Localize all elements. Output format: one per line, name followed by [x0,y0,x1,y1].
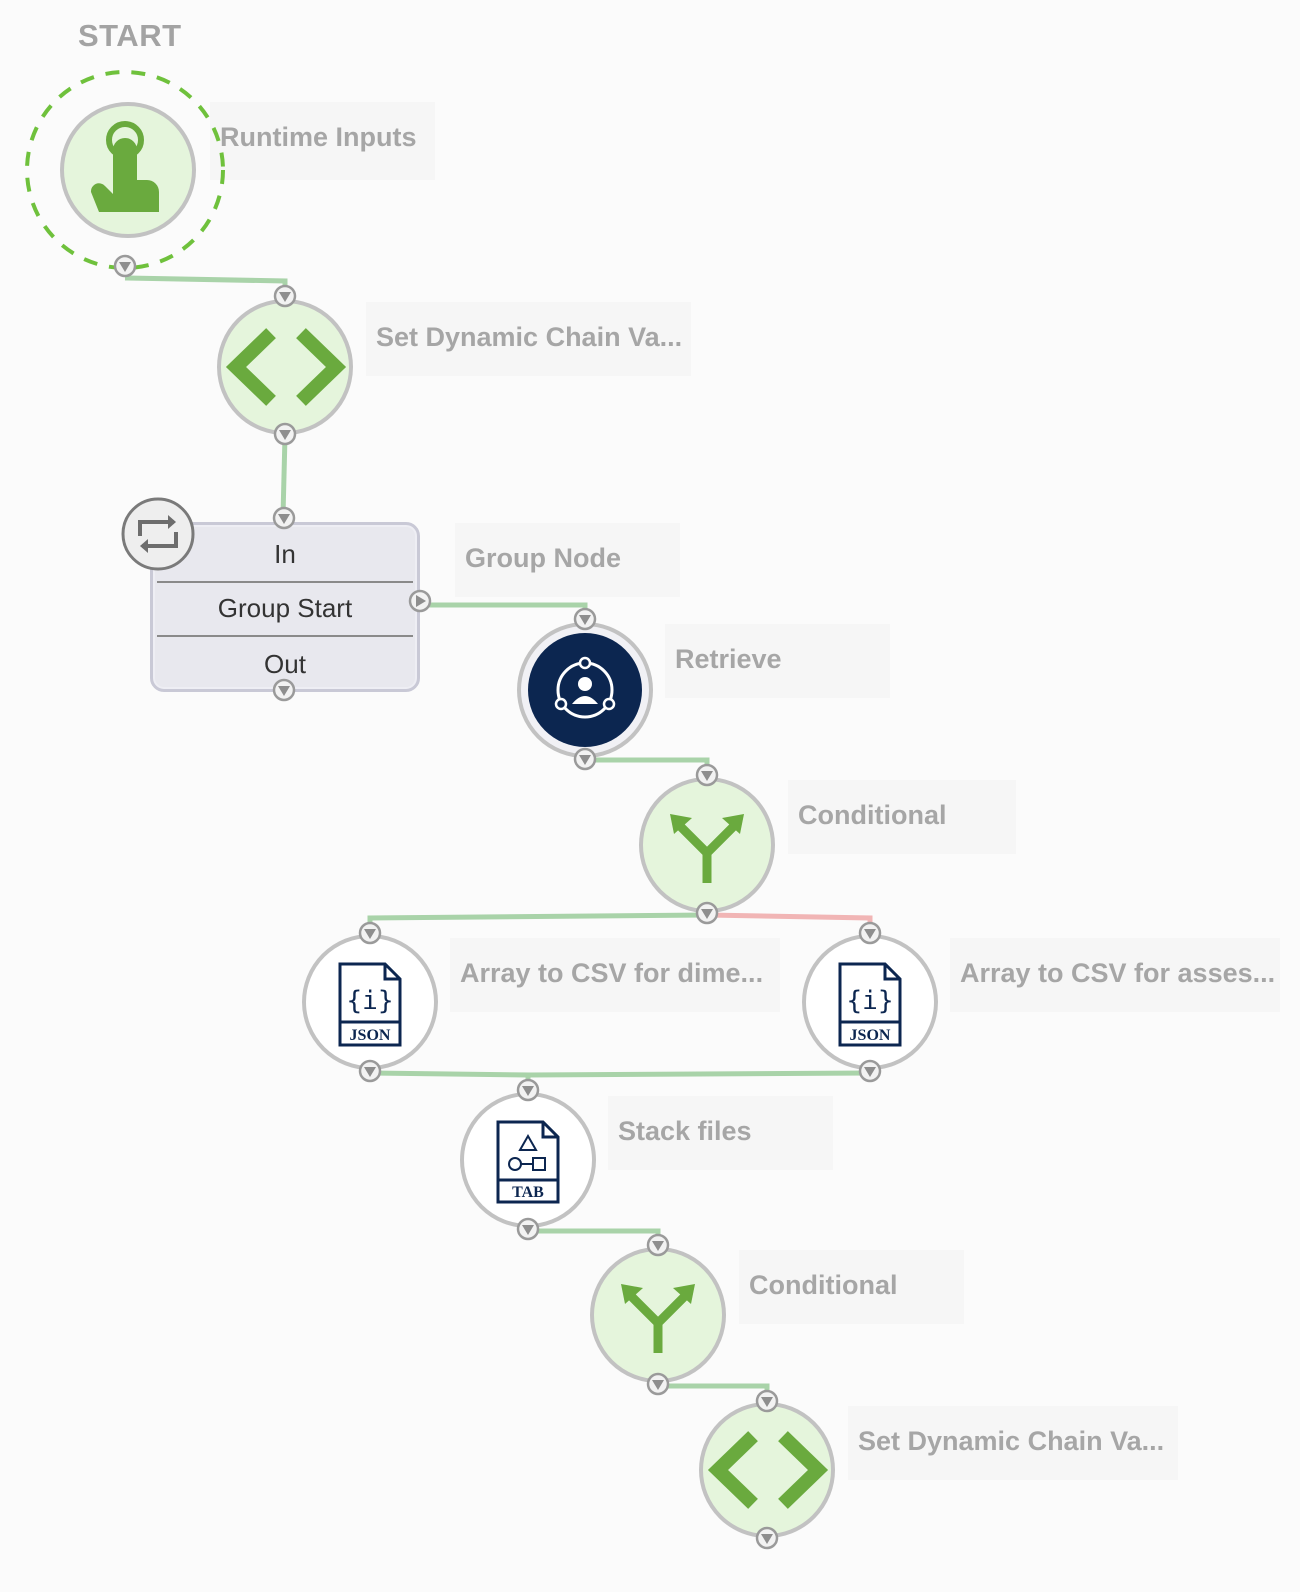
split-arrows-icon [621,1284,695,1353]
group-in-label: In [274,539,296,569]
port-in-retrieve[interactable] [573,607,597,631]
node-set-dynamic-1[interactable] [217,299,353,435]
port-in-array-dim[interactable] [358,921,382,945]
node-label-runtime-inputs: Runtime Inputs [210,102,435,180]
port-out-retrieve[interactable] [573,747,597,771]
json-glyph: {i} [347,986,394,1016]
node-label-set-dynamic-1: Set Dynamic Chain Va... [366,302,691,376]
port-in-conditional-2[interactable] [646,1233,670,1257]
group-title: Group Start [217,593,353,623]
port-in-set-dynamic-2[interactable] [755,1389,779,1413]
group-out-label: Out [264,649,306,679]
file-badge: JSON [850,1027,891,1044]
selection-ring [25,70,225,270]
edge-conditional-true[interactable] [367,912,708,932]
node-array-csv-asses[interactable]: {i} JSON [802,934,938,1070]
node-stack-files[interactable]: TAB [460,1092,596,1228]
network-user-icon [554,656,616,719]
port-in-stack[interactable] [516,1078,540,1102]
port-out-stack[interactable] [516,1217,540,1241]
start-label: START [78,18,182,53]
edge-set-dynamic-to-group[interactable] [280,435,288,517]
node-label-retrieve: Retrieve [665,624,890,698]
port-in-set-dynamic-1[interactable] [273,284,297,308]
port-in-conditional-1[interactable] [695,763,719,787]
group-divider-2 [157,635,413,637]
port-out-array-dim[interactable] [358,1059,382,1083]
port-out-runtime[interactable] [113,254,137,278]
loop-badge-circle [121,497,195,571]
port-out-set-dynamic-1[interactable] [273,422,297,446]
json-glyph: {i} [847,986,894,1016]
node-conditional-1[interactable] [639,777,775,913]
node-conditional-2[interactable] [590,1247,726,1383]
edge-stack-to-conditional[interactable] [528,1228,661,1245]
edge-group-to-retrieve[interactable] [420,602,588,617]
port-in-array-asses[interactable] [858,921,882,945]
node-set-dynamic-2[interactable] [699,1402,835,1538]
node-array-csv-dim[interactable]: {i} JSON [302,934,438,1070]
node-label-array-csv-asses: Array to CSV for asses... [950,938,1280,1012]
edge-asses-to-stack[interactable] [527,1070,871,1078]
loop-badge[interactable] [120,496,198,574]
file-badge: JSON [350,1027,391,1044]
loop-icon [138,515,178,553]
ports [113,254,882,1550]
node-label-group-node: Group Node [455,523,680,597]
edge-runtime-to-set-dynamic[interactable] [124,275,288,296]
tab-file-icon: TAB [496,1120,560,1204]
edge-dim-to-stack[interactable] [369,1070,531,1088]
port-out-conditional-1[interactable] [695,901,719,925]
port-out-set-dynamic-2[interactable] [755,1526,779,1550]
node-retrieve[interactable] [517,622,653,758]
node-circle [639,777,775,913]
node-label-conditional-1: Conditional [788,780,1016,854]
file-badge: TAB [512,1184,544,1201]
code-brackets-icon [225,328,347,406]
edge-retrieve-to-conditional[interactable] [585,757,710,774]
node-label-array-csv-dim: Array to CSV for dime... [450,938,780,1012]
node-label-set-dynamic-2: Set Dynamic Chain Va... [848,1406,1178,1480]
code-brackets-icon [707,1431,829,1509]
port-out-conditional-2[interactable] [646,1372,670,1396]
node-circle [590,1247,726,1383]
edge-conditional-to-set-dynamic[interactable] [658,1383,770,1400]
split-arrows-icon [670,814,744,883]
json-file-icon: {i} JSON [838,962,902,1047]
json-file-icon: {i} JSON [338,962,402,1047]
edge-conditional-false[interactable] [706,912,873,932]
group-divider-1 [157,581,413,583]
node-runtime-inputs[interactable] [25,70,225,270]
node-label-conditional-2: Conditional [739,1250,964,1324]
hand-pointer-icon [90,121,159,212]
port-out-array-asses[interactable] [858,1059,882,1083]
node-label-stack-files: Stack files [608,1096,833,1170]
